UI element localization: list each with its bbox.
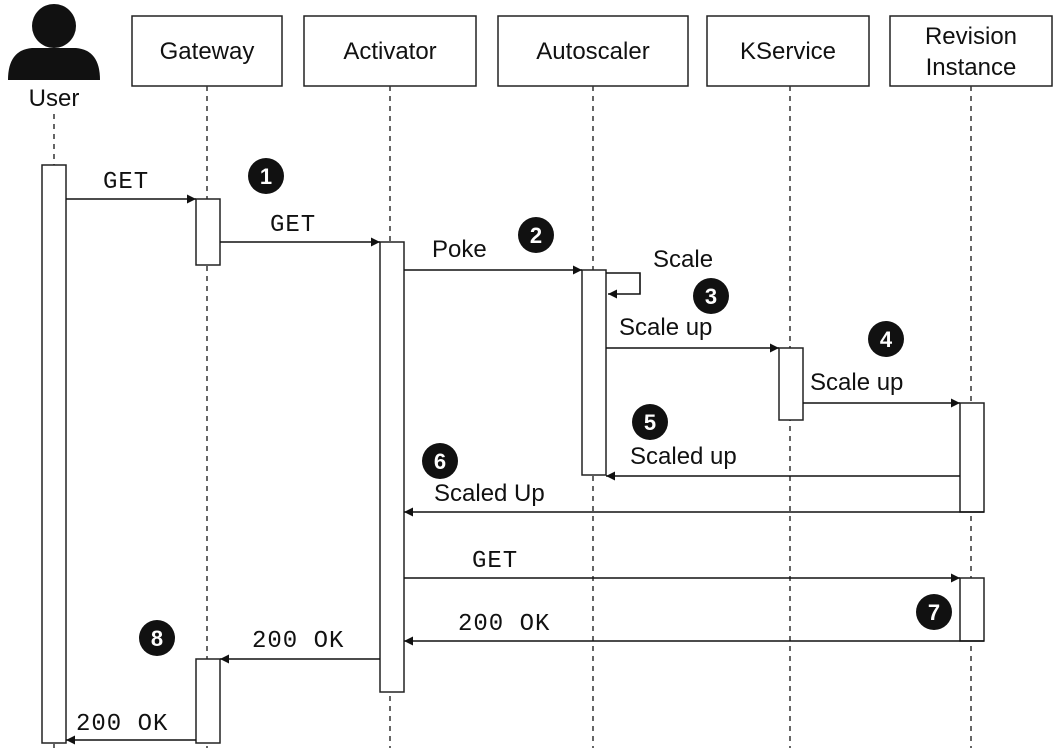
svg-text:7: 7: [928, 600, 940, 625]
activation-kservice: [778, 347, 804, 421]
actor-revision-label-line1: Revision: [925, 23, 1017, 50]
msg-poke: Poke: [432, 236, 487, 263]
user-silhouette-icon: [8, 4, 100, 80]
step-badge-3: 3: [693, 278, 729, 314]
activation-revision-2: [959, 577, 985, 642]
activation-gateway-2: [195, 658, 221, 744]
msg-200-ok-3: 200 OK: [76, 711, 168, 738]
activation-activator: [379, 241, 405, 693]
svg-text:3: 3: [705, 284, 717, 309]
svg-text:1: 1: [260, 164, 272, 189]
actor-revision-label-line2: Instance: [926, 54, 1017, 81]
msg-get-3: GET: [472, 548, 518, 575]
activation-bars: [41, 164, 985, 744]
message-arrows: [66, 194, 984, 745]
actor-kservice-label: KService: [740, 38, 836, 65]
activation-autoscaler: [581, 269, 607, 476]
actor-autoscaler: [497, 15, 689, 87]
svg-text:5: 5: [644, 410, 656, 435]
actor-user-label: User: [29, 85, 80, 112]
actor-gateway-label: Gateway: [160, 38, 255, 65]
msg-scaled-up-cap: Scaled Up: [434, 480, 545, 507]
step-badge-4: 4: [868, 321, 904, 357]
step-badge-1: 1: [248, 158, 284, 194]
step-badge-8: 8: [139, 620, 175, 656]
msg-scale-up-2: Scale up: [810, 369, 903, 396]
step-badge-2: 2: [518, 217, 554, 253]
msg-200-ok-2: 200 OK: [252, 628, 344, 655]
svg-text:6: 6: [434, 449, 446, 474]
step-badge-7: 7: [916, 594, 952, 630]
svg-text:2: 2: [530, 223, 542, 248]
actor-autoscaler-label: Autoscaler: [536, 38, 649, 65]
actor-kservice: [706, 15, 870, 87]
activation-revision-1: [959, 402, 985, 513]
activation-gateway-1: [195, 198, 221, 266]
step-badge-5: 5: [632, 404, 668, 440]
actor-activator-label: Activator: [343, 38, 436, 65]
msg-200-ok-1: 200 OK: [458, 611, 550, 638]
msg-scale-up-1: Scale up: [619, 314, 712, 341]
activation-user: [41, 164, 67, 744]
actor-gateway: [131, 15, 283, 87]
msg-scale: Scale: [653, 246, 713, 273]
lifelines: [53, 86, 972, 748]
msg-get-2: GET: [270, 212, 316, 239]
svg-text:8: 8: [151, 626, 163, 651]
msg-scaled-up: Scaled up: [630, 443, 737, 470]
svg-text:4: 4: [880, 327, 893, 352]
step-badge-6: 6: [422, 443, 458, 479]
msg-get-1: GET: [103, 169, 149, 196]
actor-activator: [303, 15, 477, 87]
arrow-autoscaler-self: [606, 272, 641, 299]
